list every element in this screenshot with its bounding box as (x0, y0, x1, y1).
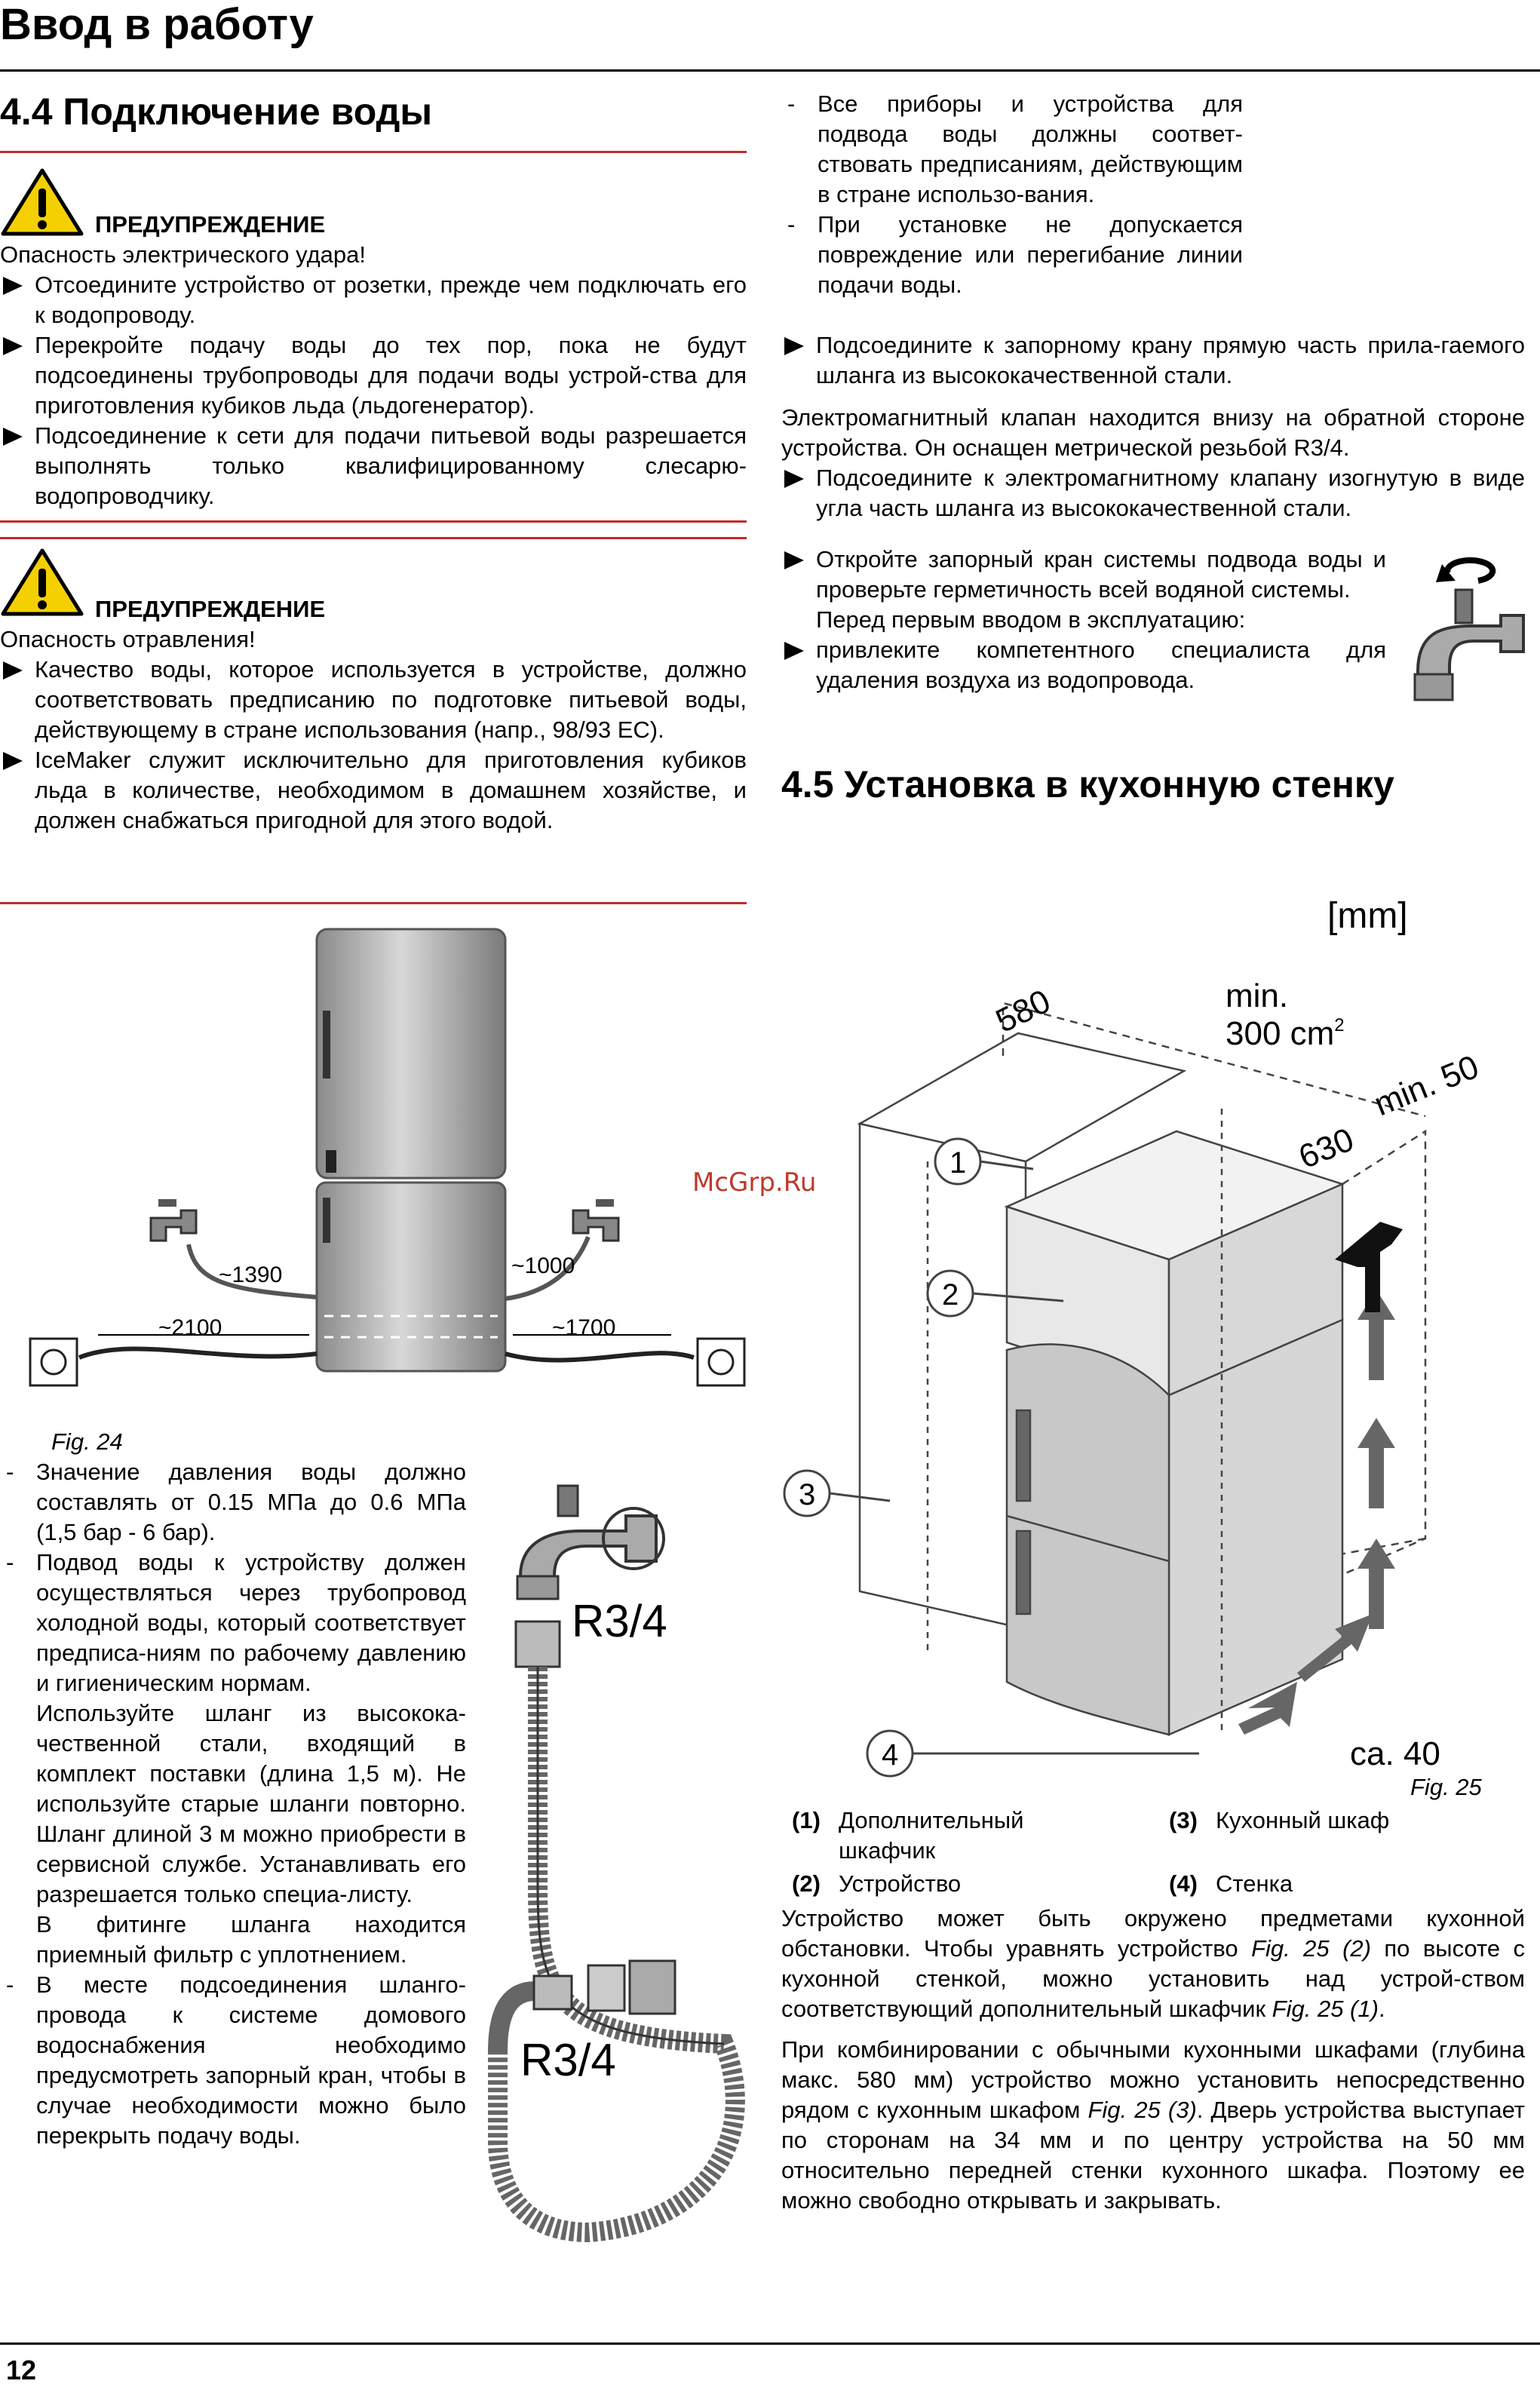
dash-item: Подвод воды к устройству должен осуществ… (0, 1548, 466, 1698)
legend-item: (3)Кухонный шкаф (1169, 1807, 1390, 1833)
paragraph-cabinet-combination: При комбинировании с обычными кухонными … (781, 2036, 1525, 2214)
legend-item: (2)Устройство (792, 1870, 962, 1897)
dim-630: 630 (1293, 1121, 1358, 1176)
min-label: min. (1226, 977, 1288, 1014)
solenoid-paragraph: Электромагнитный клапан находится внизу … (781, 404, 1525, 461)
install-requirements: Все приборы и устройства для подвода вод… (781, 89, 1243, 300)
fig24-caption: Fig. 24 (51, 1428, 123, 1455)
warning-subtitle: Опасность отравления! (0, 626, 256, 652)
bullet-item: привлеките компетентного специалиста для… (781, 635, 1386, 695)
water-requirements: Значение давления воды должно составлять… (0, 1457, 466, 2151)
warning-electric: ПРЕДУПРЕЖДЕНИЕ Опасность электрического … (0, 167, 747, 511)
callout-2: 2 (942, 1278, 959, 1312)
warning-subtitle: Опасность электрического удара! (0, 241, 367, 268)
warning-poison: ПРЕДУПРЕЖДЕНИЕ Опасность отравления! Кач… (0, 548, 747, 836)
bullet-item: Откройте запорный кран системы подвода в… (781, 545, 1386, 605)
before-first-use: Перед первым вводом в эксплуатацию: (816, 606, 1246, 633)
dash-item: При установке не допускается повреждение… (781, 210, 1243, 300)
dash-item: В месте подсоединения шланго-провода к с… (0, 1970, 466, 2151)
callout-4: 4 (882, 1738, 898, 1772)
section-4-5-title: 4.5 Установка в кухонную стенку (781, 763, 1394, 805)
warning-triangle-icon (1, 548, 84, 616)
bullet-item: Подсоединение к сети для подачи питьевой… (0, 421, 747, 511)
dash-item: Все приборы и устройства для подвода вод… (781, 89, 1243, 210)
fig25-caption: Fig. 25 (1410, 1774, 1482, 1800)
fig25-legend: (1)Дополнительный шкафчик (3)Кухонный шк… (792, 1806, 1531, 1899)
unit-label: [mm] (1327, 896, 1408, 936)
warning-title: ПРЕДУПРЕЖДЕНИЕ (95, 211, 326, 238)
footer-rule (0, 2342, 1540, 2345)
hose-paragraph: Используйте шланг из высокока-чественной… (36, 1700, 466, 1907)
callout-1: 1 (949, 1146, 966, 1180)
watermark: McGrp.Ru (692, 1167, 817, 1198)
dim-580: 580 (990, 983, 1056, 1040)
fig24-diagram: ~2100 ~1700 ~1390 ~1000 (29, 928, 746, 1387)
warning-rule-bottom (0, 902, 747, 904)
bullet-item: Качество воды, которое используется в ус… (0, 655, 747, 745)
page-number: 12 (6, 2355, 37, 2385)
warning-title: ПРЕДУПРЕЖДЕНИЕ (95, 596, 326, 622)
header-rule (0, 69, 1540, 72)
legend-item: (4)Стенка (1169, 1870, 1293, 1897)
bullet-item: Отсоедините устройство от розетки, прежд… (0, 270, 747, 330)
callout-3: 3 (799, 1478, 815, 1511)
page-title: Ввод в работу (0, 0, 314, 49)
tap-steps: Откройте запорный кран системы подвода в… (781, 545, 1386, 695)
warning-triangle-icon (1, 168, 84, 236)
area-label: 300 cm2 (1226, 1015, 1345, 1052)
warning-rule (0, 520, 747, 523)
bullet-item: Подсоедините к запорному крану прямую ча… (781, 330, 1525, 391)
paragraph-height-match: Устройство может быть окружено предметам… (781, 1905, 1525, 2022)
warning-rule (0, 537, 747, 539)
bullet-item: Перекройте подачу воды до тех пор, пока … (0, 330, 747, 421)
warning-rule-top (0, 151, 747, 153)
section-4-4-title: 4.4 Подключение воды (0, 91, 433, 133)
connection-steps: Подсоедините к запорному крану прямую ча… (781, 330, 1525, 523)
dim-ca-40: ca. 40 (1350, 1735, 1440, 1772)
hose-diagram: R3/4 R3/4 (488, 1484, 745, 2243)
dash-item: Значение давления воды должно составлять… (0, 1457, 466, 1548)
bullet-item: IceMaker служит исключительно для пригот… (0, 745, 747, 836)
open-tap-icon (1413, 557, 1525, 701)
fig25-diagram: [mm] 580 min. 300 cm2 min. 50 630 ca. 40… (783, 896, 1484, 1778)
legend-item: (1)Дополнительный шкафчик (792, 1807, 1024, 1864)
dim-1390: ~1390 (219, 1262, 282, 1287)
dim-1000: ~1000 (511, 1253, 575, 1278)
dim-2100: ~2100 (158, 1315, 222, 1340)
thread-label-top: R3/4 (572, 1596, 667, 1646)
dim-1700: ~1700 (552, 1315, 615, 1340)
dim-min-50: min. 50 (1369, 1048, 1483, 1123)
bullet-item: Подсоедините к электромагнитному клапану… (781, 463, 1525, 523)
filter-paragraph: В фитинге шланга находится приемный филь… (36, 1911, 466, 1968)
thread-label-bottom: R3/4 (520, 2035, 616, 2085)
